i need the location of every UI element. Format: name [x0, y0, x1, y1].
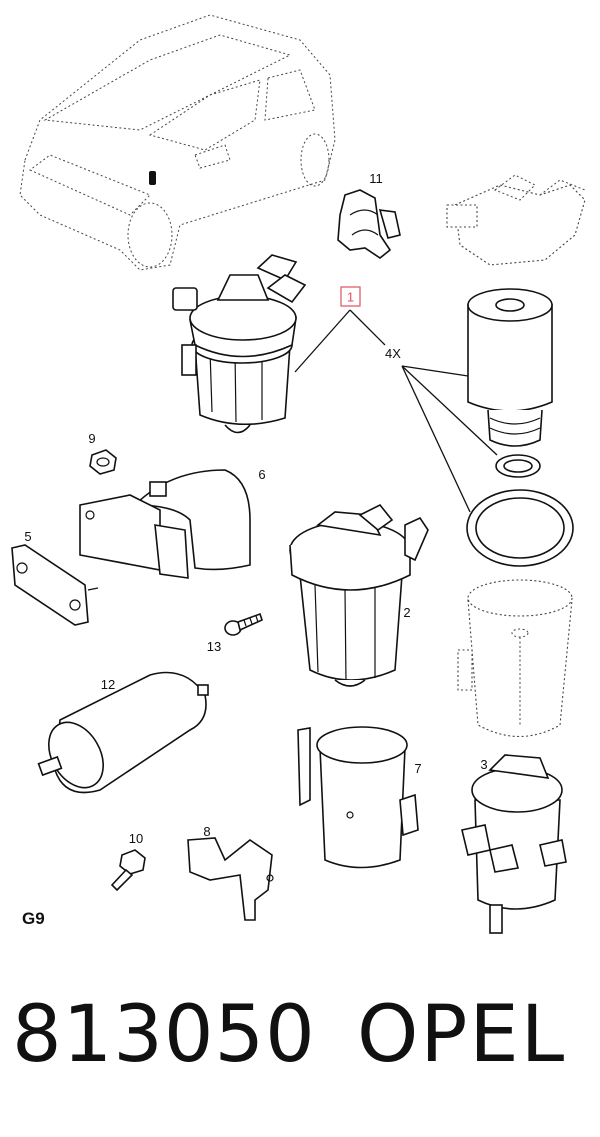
callout-12: 12: [101, 677, 115, 692]
callout-1-leaders: [294, 309, 498, 513]
callout-7: 7: [414, 761, 421, 776]
small-o-ring: [495, 454, 541, 478]
part-1-filter-assembly: [172, 254, 307, 434]
group-code: G9: [22, 909, 45, 928]
part-8-small-bracket: [187, 837, 274, 921]
part-7-holder: [297, 726, 419, 869]
callout-1: 1: [347, 290, 354, 305]
filter-location-marker: [149, 171, 156, 185]
car-outline: [19, 14, 336, 271]
footer: 813050 OPEL: [0, 985, 600, 1095]
part-3-pump-unit: [461, 754, 567, 934]
quantity-label: 4X: [385, 346, 401, 361]
part-11-clip: [337, 189, 401, 259]
part-13-screw: [224, 612, 263, 636]
filter-element: [467, 288, 553, 447]
callout-1-highlight-box: [340, 286, 361, 307]
brand-name: OPEL: [357, 990, 567, 1080]
callout-6: 6: [258, 467, 265, 482]
part-5-plate: [11, 544, 99, 626]
part-9-nut: [89, 449, 117, 475]
callout-13: 13: [207, 639, 221, 654]
callout-2: 2: [403, 605, 410, 620]
parts-diagram: 1 4X: [11, 14, 586, 934]
callout-9: 9: [88, 431, 95, 446]
part-2-filter-housing: [289, 503, 429, 687]
large-seal-ring: [466, 489, 574, 567]
callout-3: 3: [480, 757, 487, 772]
callout-8: 8: [203, 824, 210, 839]
part-10-bolt: [110, 849, 146, 892]
callout-10: 10: [129, 831, 143, 846]
callout-5: 5: [24, 529, 31, 544]
part-number: 813050: [12, 990, 316, 1080]
ghost-filter-head: [446, 174, 586, 266]
part-12-inline-filter: [37, 671, 209, 794]
part-6-bracket: [79, 469, 251, 579]
callout-11: 11: [369, 171, 383, 186]
ghost-filter-bowl: [457, 579, 573, 738]
